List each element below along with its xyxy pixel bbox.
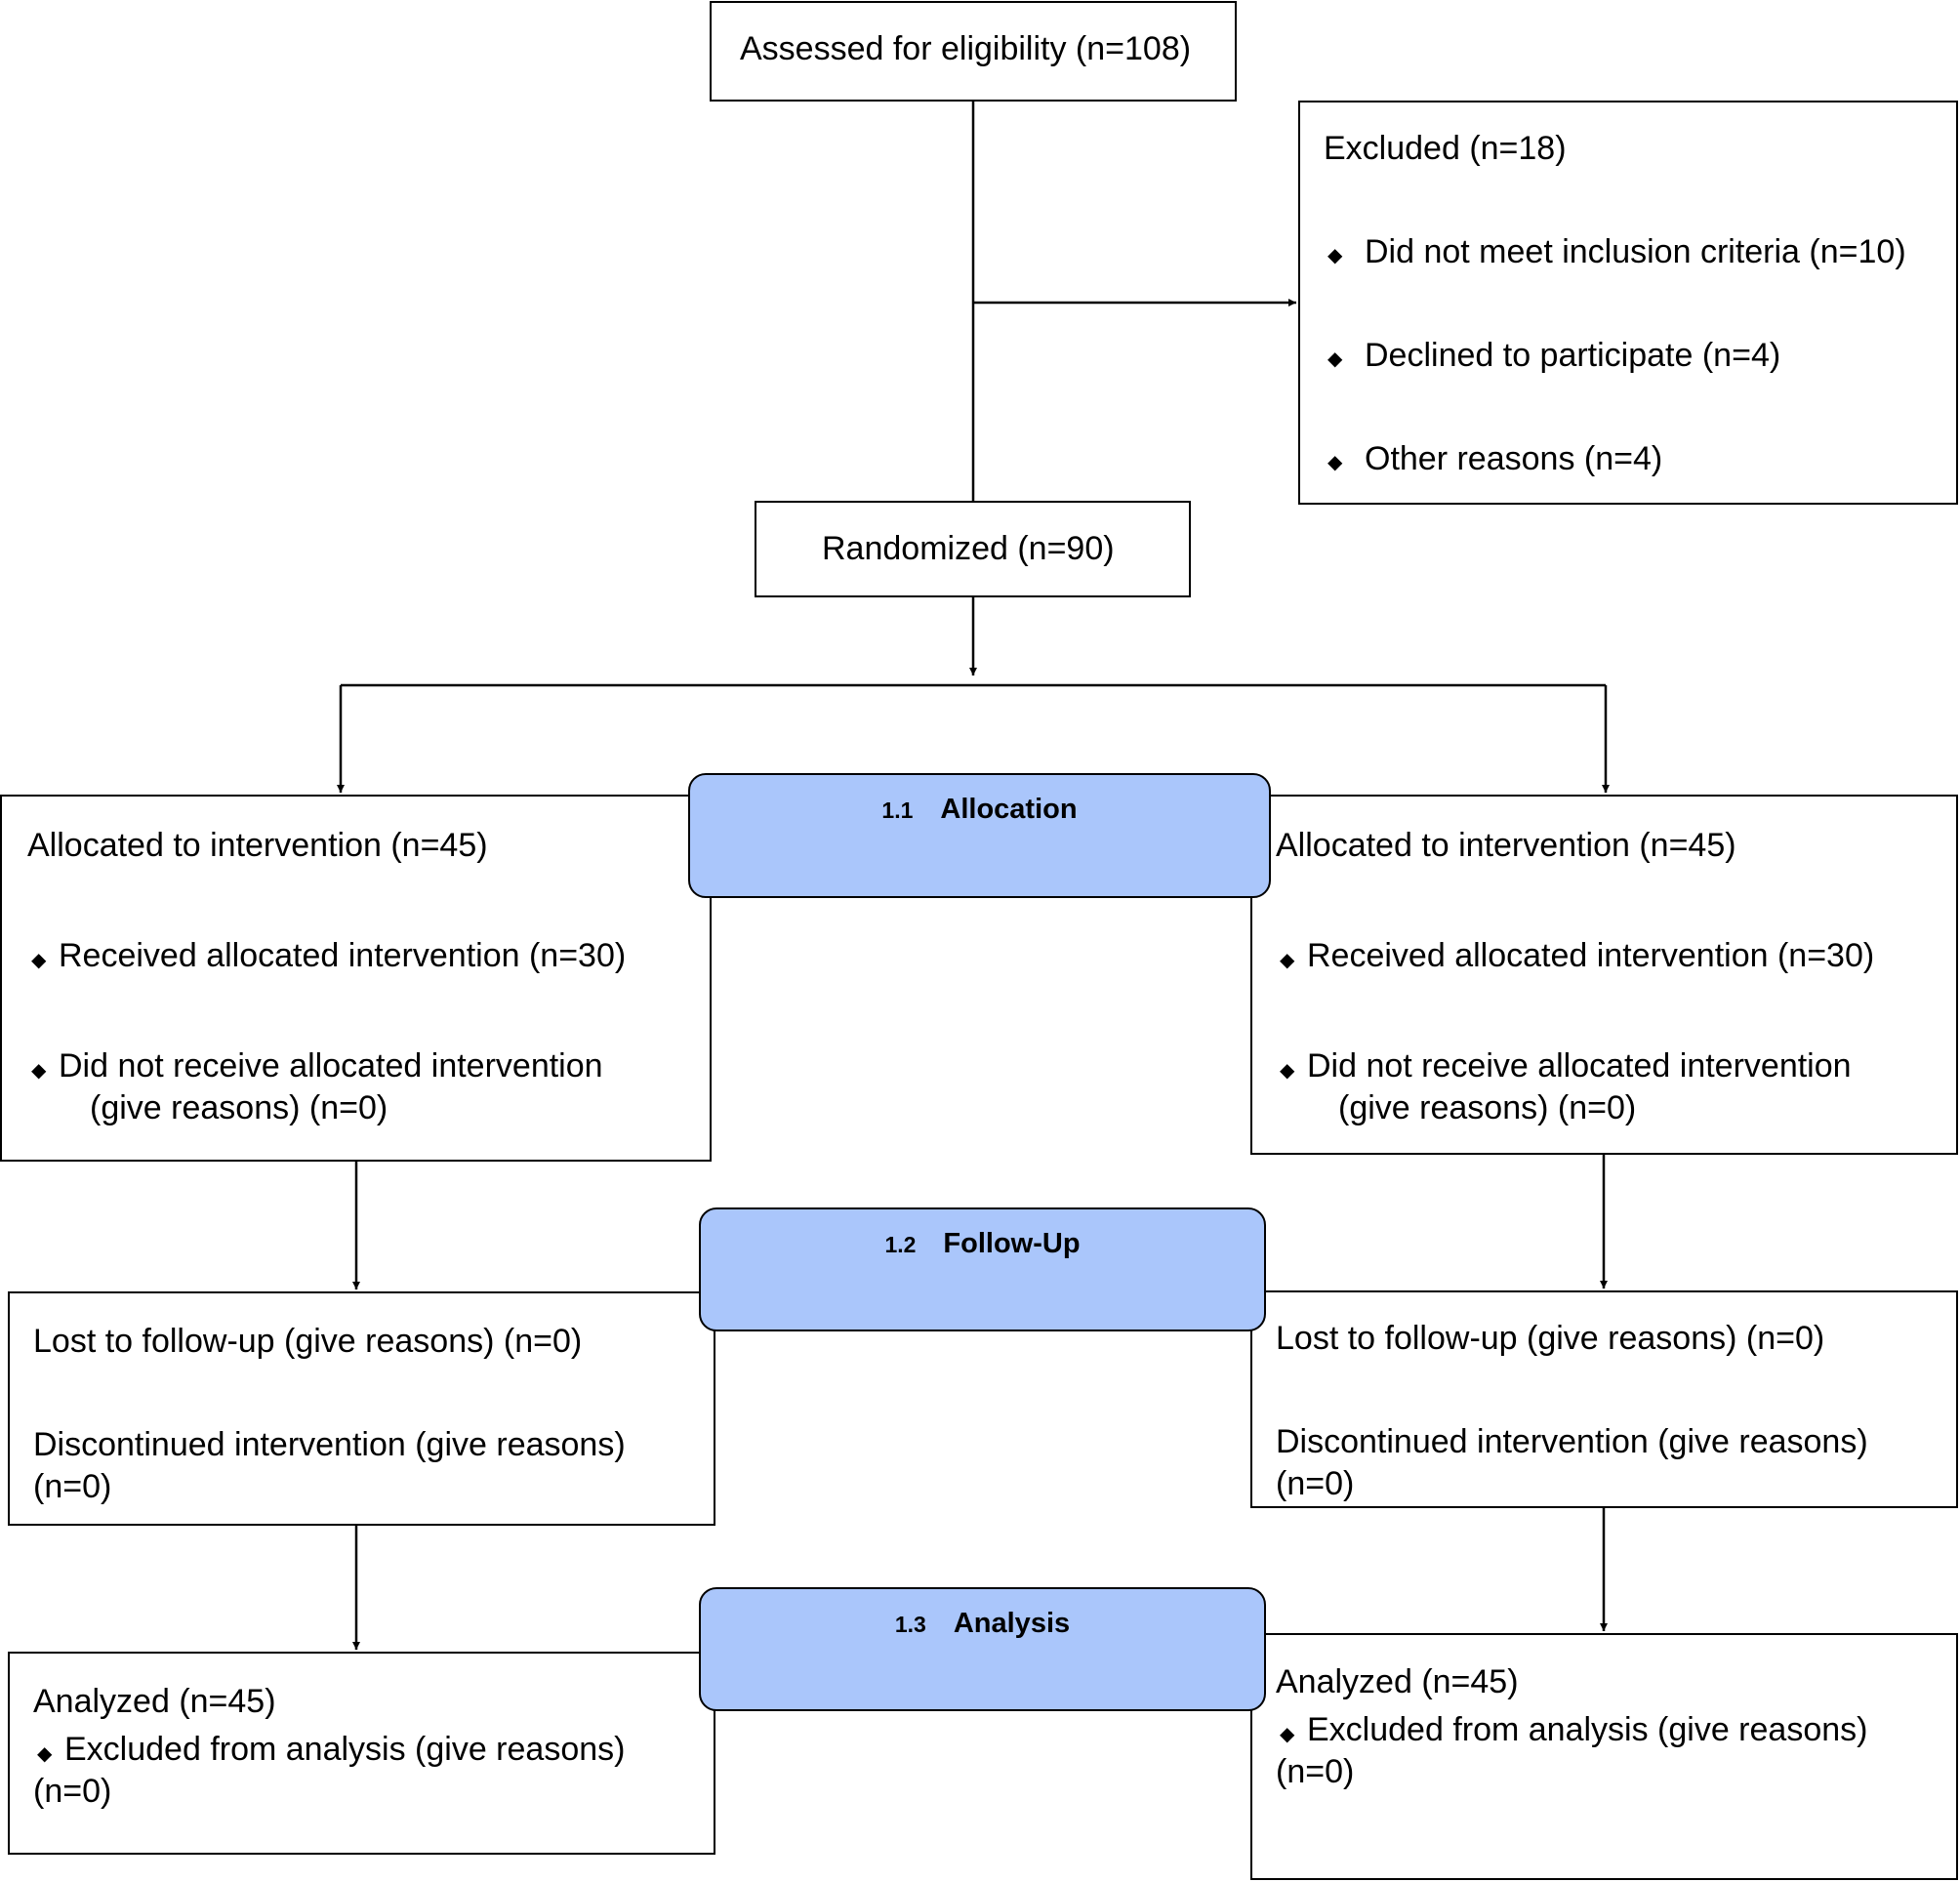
excluded-item: Did not meet inclusion criteria (n=10) — [1365, 233, 1906, 270]
right-analysis-box: Analyzed (n=45) ◆ Excluded from analysis… — [1250, 1633, 1958, 1880]
stage-analysis: 1.3 Analysis — [699, 1587, 1266, 1711]
bullet-icon: ◆ — [1327, 452, 1343, 473]
stage-title: Analysis — [953, 1608, 1071, 1639]
discontinued-label: Discontinued intervention (give reasons) — [33, 1426, 626, 1463]
randomized-box: Randomized (n=90) — [755, 501, 1191, 597]
received-label: Received allocated intervention (n=30) — [59, 937, 627, 974]
discontinued-count: (n=0) — [1276, 1465, 1355, 1502]
bullet-icon: ◆ — [1280, 950, 1295, 971]
randomized-label: Randomized (n=90) — [822, 530, 1115, 567]
assessed-box: Assessed for eligibility (n=108) — [710, 1, 1237, 102]
left-allocation-box: Allocated to intervention (n=45) ◆ Recei… — [0, 795, 712, 1162]
stage-follow-up: 1.2 Follow-Up — [699, 1207, 1266, 1331]
bullet-icon: ◆ — [37, 1743, 53, 1765]
stage-number: 1.1 — [881, 798, 914, 823]
excluded-box: Excluded (n=18) ◆ Did not meet inclusion… — [1298, 101, 1958, 505]
not-received-label: Did not receive allocated intervention — [1307, 1047, 1852, 1084]
bullet-icon: ◆ — [1280, 1724, 1295, 1745]
analyzed-label: Analyzed (n=45) — [1276, 1663, 1519, 1700]
bullet-icon: ◆ — [1327, 245, 1343, 266]
not-received-reasons: (give reasons) (n=0) — [1338, 1089, 1637, 1126]
bullet-icon: ◆ — [31, 950, 47, 971]
excluded-analysis-label: Excluded from analysis (give reasons) — [1307, 1711, 1868, 1748]
excluded-analysis-count: (n=0) — [1276, 1753, 1355, 1790]
right-followup-box: Lost to follow-up (give reasons) (n=0) D… — [1250, 1290, 1958, 1508]
stage-title: Follow-Up — [943, 1228, 1081, 1259]
bullet-icon: ◆ — [31, 1060, 47, 1082]
excluded-analysis-label: Excluded from analysis (give reasons) — [64, 1731, 626, 1768]
excluded-title: Excluded (n=18) — [1324, 130, 1567, 167]
allocation-title: Allocated to intervention (n=45) — [27, 827, 488, 864]
discontinued-count: (n=0) — [33, 1468, 112, 1505]
analyzed-label: Analyzed (n=45) — [33, 1683, 276, 1720]
not-received-label: Did not receive allocated intervention — [59, 1047, 603, 1084]
stage-number: 1.2 — [884, 1232, 917, 1257]
discontinued-label: Discontinued intervention (give reasons) — [1276, 1423, 1868, 1460]
stage-allocation: 1.1 Allocation — [688, 773, 1271, 898]
right-allocation-box: Allocated to intervention (n=45) ◆ Recei… — [1250, 795, 1958, 1155]
assessed-label: Assessed for eligibility (n=108) — [740, 30, 1192, 67]
bullet-icon: ◆ — [1327, 348, 1343, 370]
bullet-icon: ◆ — [1280, 1060, 1295, 1082]
lost-label: Lost to follow-up (give reasons) (n=0) — [33, 1323, 583, 1360]
not-received-reasons: (give reasons) (n=0) — [90, 1089, 388, 1126]
excluded-item: Declined to participate (n=4) — [1365, 337, 1781, 374]
lost-label: Lost to follow-up (give reasons) (n=0) — [1276, 1320, 1825, 1357]
received-label: Received allocated intervention (n=30) — [1307, 937, 1875, 974]
excluded-item: Other reasons (n=4) — [1365, 440, 1663, 477]
left-analysis-box: Analyzed (n=45) ◆ Excluded from analysis… — [8, 1652, 715, 1855]
stage-number: 1.3 — [894, 1612, 926, 1637]
allocation-title: Allocated to intervention (n=45) — [1276, 827, 1736, 864]
excluded-analysis-count: (n=0) — [33, 1773, 112, 1810]
stage-title: Allocation — [940, 794, 1078, 825]
left-followup-box: Lost to follow-up (give reasons) (n=0) D… — [8, 1291, 715, 1526]
